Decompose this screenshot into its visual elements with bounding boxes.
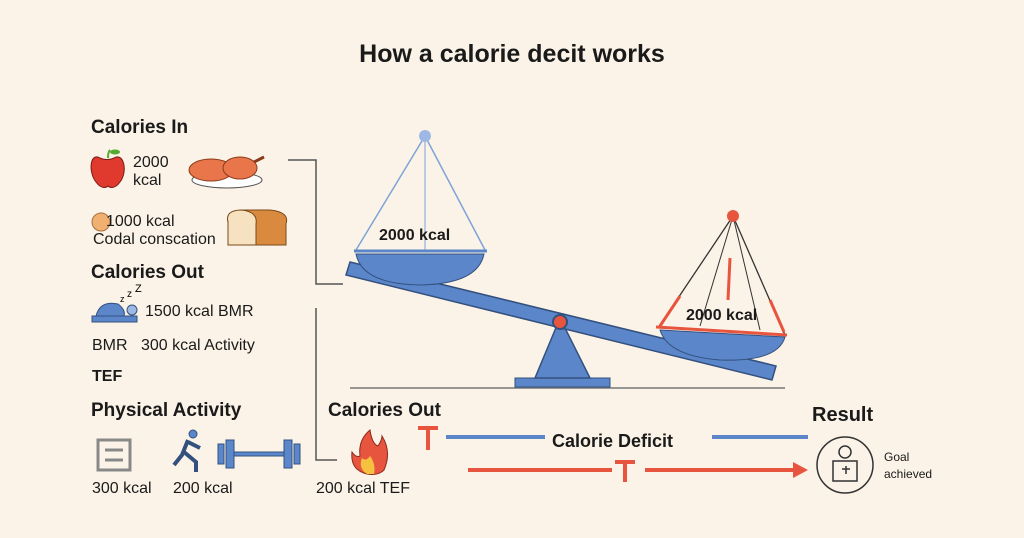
intestine-icon xyxy=(96,438,132,472)
calories-in-value: 2000 xyxy=(133,154,169,171)
svg-text:z: z xyxy=(127,289,132,300)
connector-out xyxy=(315,308,337,461)
left-pan-label: 2000 kcal xyxy=(379,227,451,244)
goal-person-icon xyxy=(816,436,874,494)
bottom-calories-out-heading: Calories Out xyxy=(328,400,441,421)
bmr-value: 1500 kcal BMR xyxy=(145,303,254,320)
connector-in xyxy=(288,159,343,285)
sleeping-icon: z z Z xyxy=(91,283,142,323)
bmr-label: BMR xyxy=(92,337,128,354)
calories-in-label-2: Codal consсation xyxy=(93,231,216,248)
fire-icon xyxy=(351,429,388,475)
calories-in-value-2: 1000 kcal xyxy=(106,213,175,230)
right-pan-label: 2000 kcal xyxy=(686,307,758,324)
calories-in-heading: Calories In xyxy=(91,117,189,138)
roast-chicken-icon xyxy=(188,155,265,189)
running-person-icon xyxy=(172,429,201,472)
svg-text:z: z xyxy=(120,294,125,304)
physical-activity-heading: Physical Activity xyxy=(91,400,242,421)
page-title: How a calorie decit works xyxy=(359,40,665,68)
calories-out-heading: Calories Out xyxy=(91,262,204,283)
arrow-head-icon xyxy=(793,462,808,478)
pivot-icon xyxy=(552,314,568,330)
tef-value: 200 kcal TEF xyxy=(316,480,410,497)
t-symbol-bottom xyxy=(615,460,635,482)
goal-label-line2: achieved xyxy=(884,467,933,481)
result-heading: Result xyxy=(812,404,874,426)
bread-icon xyxy=(227,209,288,246)
goal-label-line1: Goal xyxy=(884,450,910,464)
left-pan xyxy=(354,130,487,286)
activity-value: 300 kcal Activity xyxy=(141,337,255,354)
right-pan xyxy=(655,210,788,361)
svg-text:Z: Z xyxy=(135,283,142,295)
tef-label: TEF xyxy=(92,368,123,385)
calories-in-unit: kcal xyxy=(133,172,162,189)
t-symbol-top xyxy=(418,426,438,450)
fulcrum xyxy=(514,316,611,388)
apple-icon xyxy=(90,149,125,188)
dumbbell-icon xyxy=(217,439,301,469)
activity-value-2: 200 kcal xyxy=(173,480,233,497)
calorie-deficit-label: Calorie Deficit xyxy=(552,431,674,451)
orange-icon xyxy=(91,212,111,232)
activity-value-1: 300 kcal xyxy=(92,480,152,497)
